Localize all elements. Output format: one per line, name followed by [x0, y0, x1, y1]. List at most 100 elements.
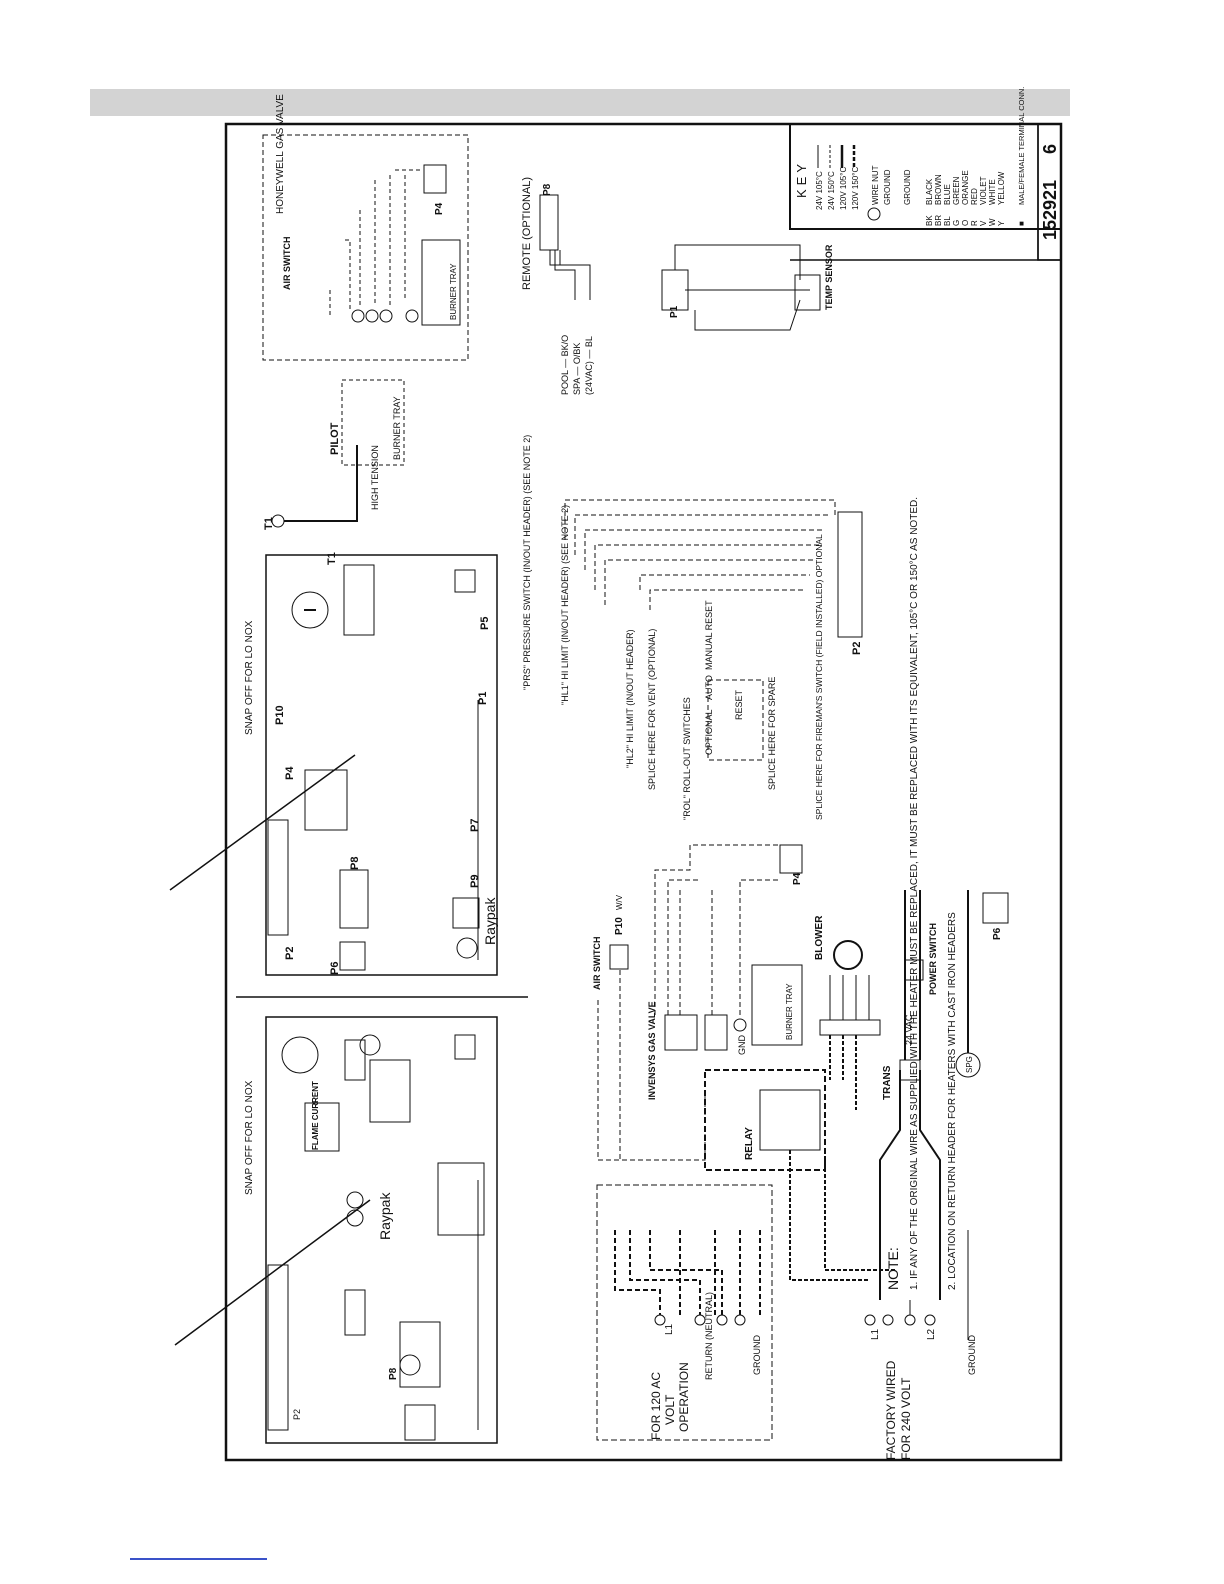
pilot-burner-tray: BURNER TRAY	[392, 396, 402, 460]
color-codes: BK BLACK BR BROWN BL BLUE G GREEN O ORAN…	[925, 87, 1026, 226]
temp-p1: P1	[669, 305, 680, 318]
upper-p10: P10	[274, 705, 286, 725]
key-title: KEY	[794, 160, 809, 198]
main-wiring: AIR SWITCH P10 W/V INVENSYS GAS VALVE GN…	[592, 844, 1009, 1300]
color-y-name: YELLOW	[997, 171, 1006, 205]
blower-label: BLOWER	[814, 915, 825, 960]
color-v-name: VIOLET	[979, 176, 988, 205]
rol-auto: AUTO	[704, 675, 714, 700]
color-br-name: BROWN	[934, 174, 943, 205]
honeywell-air-switch: AIR SWITCH	[282, 237, 292, 291]
notes-heading: NOTE:	[885, 1247, 901, 1290]
rol-manual-reset: MANUAL RESET	[704, 600, 714, 670]
lower-p8: P8	[388, 1367, 399, 1380]
color-bl-name: BLUE	[943, 184, 952, 205]
honeywell-gas-valve: HONEYWELL GAS VALVE AIR SWITCH BURNER TR…	[262, 94, 469, 361]
remote-spa: SPA — O/BK	[572, 343, 582, 395]
key-line-4: 120V 150°C	[851, 167, 860, 210]
v120-line1: FOR 120 AC	[649, 1372, 663, 1440]
temp-sensor-label: TEMP SENSOR	[824, 244, 834, 310]
snap-line-lower	[174, 1199, 371, 1346]
upper-brand: Raypak	[482, 897, 498, 945]
color-o-name: ORANGE	[961, 170, 970, 205]
upper-control-board: Raypak SNAP OFF FOR LO NOX T1 P2 P4 P5 P…	[244, 552, 498, 976]
color-r: R	[970, 220, 979, 226]
color-w-name: WHITE	[988, 179, 997, 205]
rol-optional: OPTIONAL	[704, 709, 714, 755]
honeywell-title: HONEYWELL GAS VALVE	[275, 94, 286, 214]
key-line-3: 120V 105°C	[839, 167, 848, 210]
color-term: ■	[1017, 221, 1026, 226]
pilot-t1: T1	[263, 517, 275, 530]
remote-title: REMOTE (OPTIONAL)	[521, 177, 533, 290]
flame-current-label: FLAME CURRENT	[311, 1081, 320, 1150]
upper-t1: T1	[326, 552, 338, 565]
remote-optional: REMOTE (OPTIONAL) P8 POOL — BK/O SPA — O…	[521, 177, 594, 395]
main-p10: P10	[614, 917, 625, 935]
lower-brand: Raypak	[377, 1192, 393, 1240]
p6-label: P6	[992, 927, 1003, 940]
v120-line3: OPERATION	[677, 1362, 691, 1432]
color-y: Y	[997, 220, 1006, 226]
upper-p6: P6	[329, 962, 341, 975]
honeywell-p4: P4	[434, 202, 445, 215]
v240-line1: FACTORY WIRED	[884, 1360, 898, 1460]
color-v: V	[979, 220, 988, 226]
hl1-label: "HL1" HI LIMIT (IN/OUT HEADER) (SEE NOTE…	[560, 505, 570, 705]
color-g-name: GREEN	[952, 176, 961, 205]
rol-reset: RESET	[734, 689, 744, 720]
footer-link-underline	[130, 1558, 267, 1560]
honeywell-burner-tray: BURNER TRAY	[449, 263, 458, 320]
note-1: 1. IF ANY OF THE ORIGINAL WIRE AS SUPPLI…	[909, 497, 920, 1290]
color-r-name: RED	[970, 188, 979, 205]
return-label: RETURN (NEUTRAL)	[704, 1292, 714, 1380]
p10-wire: W/V	[615, 894, 624, 910]
sheet-number: 6	[1040, 144, 1060, 154]
spare-label: SPLICE HERE FOR SPARE	[767, 677, 777, 790]
upper-p7: P7	[469, 819, 481, 832]
upper-p2: P2	[284, 947, 296, 960]
key-wire-nut: WIRE NUT	[871, 165, 880, 205]
vent-label: SPLICE HERE FOR VENT (OPTIONAL)	[647, 629, 657, 790]
power-switch-label: POWER SWITCH	[928, 923, 938, 995]
color-bk-name: BLACK	[925, 178, 934, 205]
l1-240: L1	[870, 1328, 881, 1340]
relay-label: RELAY	[744, 1127, 755, 1160]
temp-sensor: P1 TEMP SENSOR	[661, 244, 834, 331]
diagram-frame	[224, 122, 1063, 1462]
lower-snap-label: SNAP OFF FOR LO NOX	[244, 1080, 255, 1195]
key-gnd: GROUND	[883, 169, 892, 205]
note-2: 2. LOCATION ON RETURN HEADER FOR HEATERS…	[947, 912, 958, 1290]
p2-connector-label: P2	[851, 642, 863, 655]
supply-wiring: FOR 120 AC VOLT OPERATION FACTORY WIRED …	[596, 1184, 977, 1460]
spg-label: SPG	[965, 1056, 974, 1073]
color-br: BR	[934, 215, 943, 226]
l1-120: L1	[664, 1323, 675, 1335]
fireman-label: SPLICE HERE FOR FIREMAN'S SWITCH (FIELD …	[814, 534, 824, 820]
switch-harness: P2 "PRS" PRESSURE SWITCH (IN/OUT HEADER)…	[522, 435, 863, 820]
vac-label: 24 VAC	[904, 1014, 914, 1045]
lower-p2: P2	[292, 1409, 302, 1420]
upper-p1: P1	[477, 692, 489, 705]
lower-control-board: FLAME CURRENT Raypak SNAP OFF FOR LO NOX…	[244, 1016, 498, 1444]
remote-vac: (24VAC) — BL	[584, 336, 594, 395]
color-bk: BK	[925, 215, 934, 226]
invensys-label: INVENSYS GAS VALVE	[647, 1001, 657, 1100]
notes: NOTE: 1. IF ANY OF THE ORIGINAL WIRE AS …	[885, 497, 958, 1290]
color-bl: BL	[943, 216, 952, 226]
l2-240: L2	[926, 1328, 937, 1340]
hl2-label: "HL2" HI LIMIT (IN/OUT HEADER)	[625, 629, 635, 768]
ground-240: GROUND	[967, 1335, 977, 1375]
key-box: 152921 6 KEY 24V 105°C 24V 150°C 120V 10…	[789, 123, 1062, 261]
drawing-number: 152921	[1040, 180, 1060, 240]
main-p4: P4	[792, 872, 803, 885]
ground-120: GROUND	[752, 1335, 762, 1375]
header-bar	[90, 89, 1070, 116]
key-line-1: 24V 105°C	[815, 171, 824, 210]
color-term-name: MALE/FEMALE TERMINAL CONN.	[1017, 87, 1026, 205]
color-w: W	[988, 218, 997, 226]
upper-p8: P8	[349, 857, 361, 870]
rol-label: "ROL" ROLL-OUT SWITCHES	[682, 697, 692, 820]
key-line-2: 24V 150°C	[827, 171, 836, 210]
